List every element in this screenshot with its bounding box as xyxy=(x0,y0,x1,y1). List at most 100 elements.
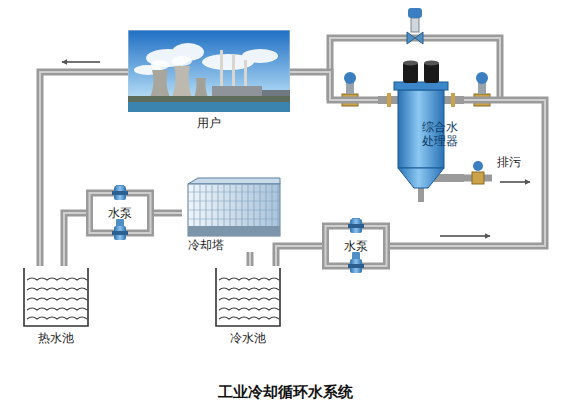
graphic-part xyxy=(260,185,261,226)
graphic-part xyxy=(242,49,278,63)
graphic-part xyxy=(218,185,219,226)
graphic-part xyxy=(219,308,279,310)
graphic-part xyxy=(27,298,87,300)
node-label: 冷水池 xyxy=(212,331,284,345)
graphic-part xyxy=(216,268,280,326)
outlet-label: 排污 xyxy=(497,154,521,171)
graphic-part xyxy=(188,210,280,211)
graphic-part xyxy=(266,185,267,226)
graphic-part xyxy=(219,278,279,280)
cooling-tower-shape xyxy=(182,176,286,238)
graphic-part xyxy=(172,66,192,98)
user-plant: 用户 xyxy=(128,30,290,134)
graphic-part xyxy=(128,102,290,112)
flow-arrow xyxy=(440,235,490,237)
figure-caption: 工业冷却循环水系统 xyxy=(0,383,570,402)
graphic-part xyxy=(112,191,128,195)
bypass-valve xyxy=(407,8,423,44)
graphic-part xyxy=(24,268,88,326)
node-label: 冷却塔 xyxy=(188,238,224,252)
hot-water-pool: 热水池 xyxy=(20,266,92,348)
plant-photo xyxy=(128,30,290,112)
water-pool-shape xyxy=(20,266,92,328)
graphic-part xyxy=(408,8,422,18)
graphic-part xyxy=(194,78,208,98)
graphic-part xyxy=(348,252,364,273)
graphic-part xyxy=(112,219,128,240)
graphic-part xyxy=(254,185,255,226)
water-pipe xyxy=(40,72,128,266)
graphic-part xyxy=(236,185,237,226)
flow-arrow xyxy=(62,61,100,63)
water-pipe xyxy=(154,210,182,217)
graphic-part xyxy=(172,56,192,66)
graphic-part xyxy=(348,224,364,228)
graphic-part xyxy=(27,317,87,319)
graphic-part xyxy=(219,298,279,300)
pipe-highlight xyxy=(249,252,251,266)
water-pipe xyxy=(276,246,322,266)
water-pipe xyxy=(247,252,254,266)
graphic-part xyxy=(212,185,213,226)
graphic-part xyxy=(348,218,364,233)
graphic-part xyxy=(278,185,279,226)
graphic-part xyxy=(407,32,423,44)
graphic-part xyxy=(188,192,280,193)
graphic-part xyxy=(387,93,391,107)
node-label: 综合水处理器 xyxy=(422,120,462,148)
graphic-part xyxy=(230,185,231,226)
water-treatment-unit: 综合水处理器 xyxy=(378,60,464,205)
graphic-part xyxy=(348,264,364,268)
graphic-part xyxy=(188,226,280,236)
pipe-highlight xyxy=(64,213,86,266)
graphic-part xyxy=(216,268,280,326)
graphic-part xyxy=(206,185,207,226)
graphic-part xyxy=(424,61,439,66)
graphic-part xyxy=(242,185,243,226)
graphic-part xyxy=(112,231,128,235)
graphic-part xyxy=(128,96,290,102)
node-label: 热水池 xyxy=(20,331,92,345)
graphic-part xyxy=(344,72,356,84)
graphic-part xyxy=(219,317,279,319)
graphic-part xyxy=(398,168,444,188)
pipe-highlight xyxy=(276,246,322,266)
drain-valve xyxy=(472,161,484,184)
graphic-part xyxy=(27,278,87,280)
node-label: 水泵 xyxy=(322,239,390,253)
pipe-highlight xyxy=(40,72,128,266)
graphic-part xyxy=(248,185,249,226)
graphic-part xyxy=(219,288,279,290)
graphic-part xyxy=(200,185,201,226)
graphic-part xyxy=(151,56,192,70)
node-label: 水泵 xyxy=(86,206,154,220)
node-label: 用户 xyxy=(128,116,290,130)
graphic-part xyxy=(24,268,88,326)
graphic-part xyxy=(128,30,290,112)
graphic-part xyxy=(473,161,483,171)
pump-station: 水泵 xyxy=(322,218,390,274)
water-pool-shape xyxy=(212,266,284,328)
graphic-part xyxy=(116,219,124,227)
graphic-part xyxy=(188,201,280,202)
graphic-part xyxy=(411,18,419,32)
graphic-part xyxy=(352,252,360,260)
flow-arrow xyxy=(500,181,530,183)
graphic-part xyxy=(188,184,280,236)
graphic-part xyxy=(476,72,488,84)
graphic-part xyxy=(272,185,273,226)
graphic-part xyxy=(188,219,280,220)
cooling-tower: 冷却塔 xyxy=(182,176,286,252)
graphic-part xyxy=(150,70,170,98)
water-pipe xyxy=(64,213,86,266)
graphic-part xyxy=(403,61,418,66)
pump-station: 水泵 xyxy=(86,185,154,241)
pipe-highlight xyxy=(154,212,182,214)
graphic-part xyxy=(188,178,280,184)
graphic-part xyxy=(472,172,484,184)
pipe-highlight xyxy=(290,72,378,100)
graphic-part xyxy=(394,82,448,90)
graphic-part xyxy=(27,308,87,310)
graphic-part xyxy=(194,185,195,226)
